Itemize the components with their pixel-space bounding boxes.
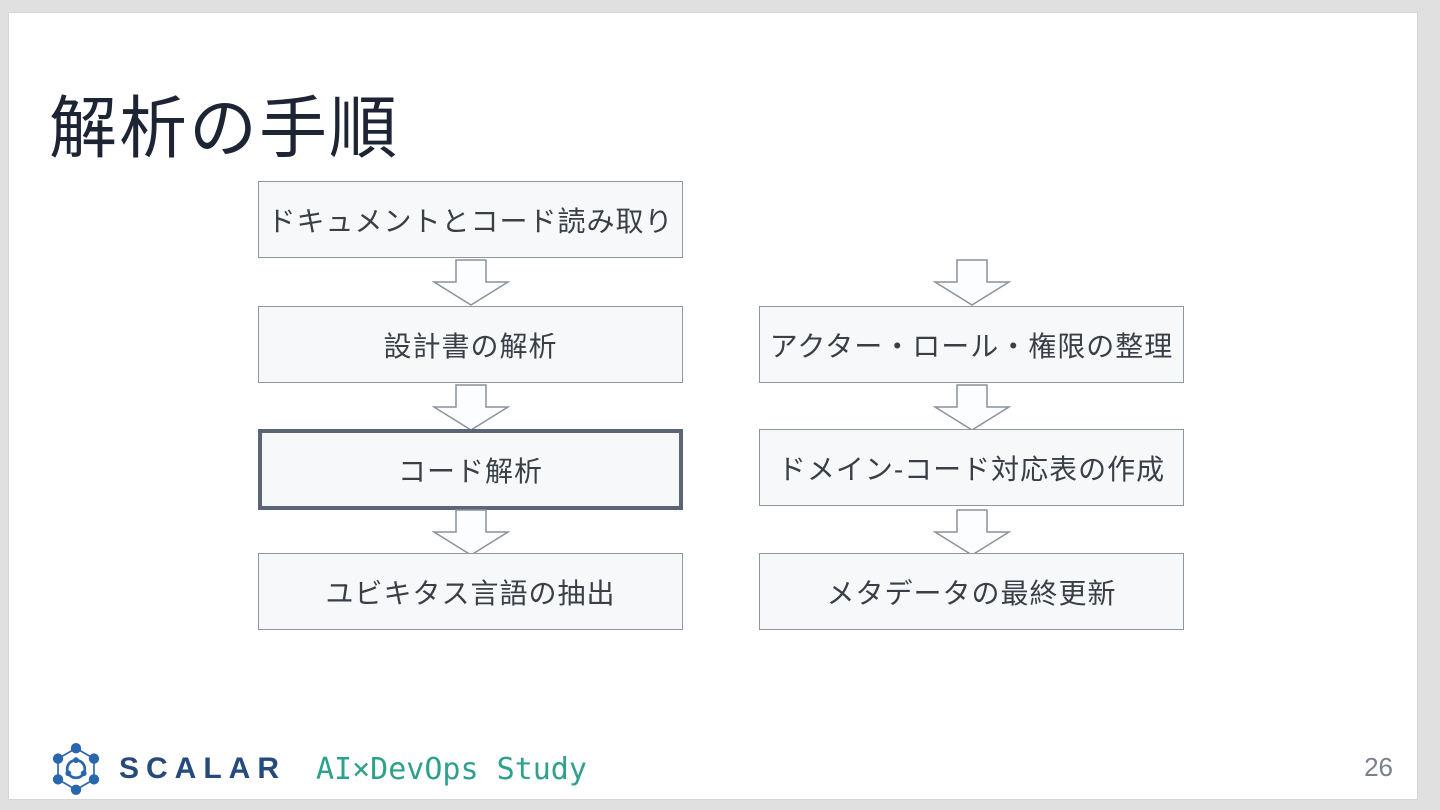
flow-box-label: アクター・ロール・権限の整理 (769, 330, 1174, 362)
event-title: AI×DevOps Study (316, 751, 587, 787)
flow-box-ubiquitous-language-extraction: ユビキタス言語の抽出 (258, 553, 683, 630)
flow-box-label: ユビキタス言語の抽出 (325, 577, 616, 609)
footer: SCALAR AI×DevOps Study (49, 741, 587, 797)
flow-box-label: ドメイン-コード対応表の作成 (777, 453, 1166, 485)
brand-wordmark: SCALAR (119, 752, 286, 785)
slide-canvas: 解析の手順 ドキュメントとコード読み取り 設計書の解析 コード解析 ユビキタス言… (8, 12, 1418, 800)
flow-box-label: メタデータの最終更新 (826, 577, 1117, 609)
page-title: 解析の手順 (49, 90, 400, 167)
flow-box-code-analysis: コード解析 (258, 429, 683, 510)
down-arrow-icon (432, 259, 510, 306)
flow-box-label: コード解析 (397, 455, 543, 487)
flow-box-metadata-final-update: メタデータの最終更新 (759, 553, 1184, 630)
page-number: 26 (1364, 752, 1393, 782)
flow-box-domain-code-mapping-table: ドメイン-コード対応表の作成 (759, 429, 1184, 506)
scalar-logo-icon (52, 743, 100, 795)
down-arrow-icon (933, 384, 1011, 431)
flow-box-design-doc-analysis: 設計書の解析 (258, 306, 683, 383)
flow-box-actor-role-permission: アクター・ロール・権限の整理 (759, 306, 1184, 383)
down-arrow-icon (933, 259, 1011, 306)
flow-box-label: ドキュメントとコード読み取り (267, 205, 674, 237)
flow-box-document-code-reading: ドキュメントとコード読み取り (258, 181, 683, 258)
down-arrow-icon (432, 509, 510, 556)
down-arrow-icon (933, 509, 1011, 556)
flow-box-label: 設計書の解析 (383, 330, 558, 362)
down-arrow-icon (432, 384, 510, 431)
